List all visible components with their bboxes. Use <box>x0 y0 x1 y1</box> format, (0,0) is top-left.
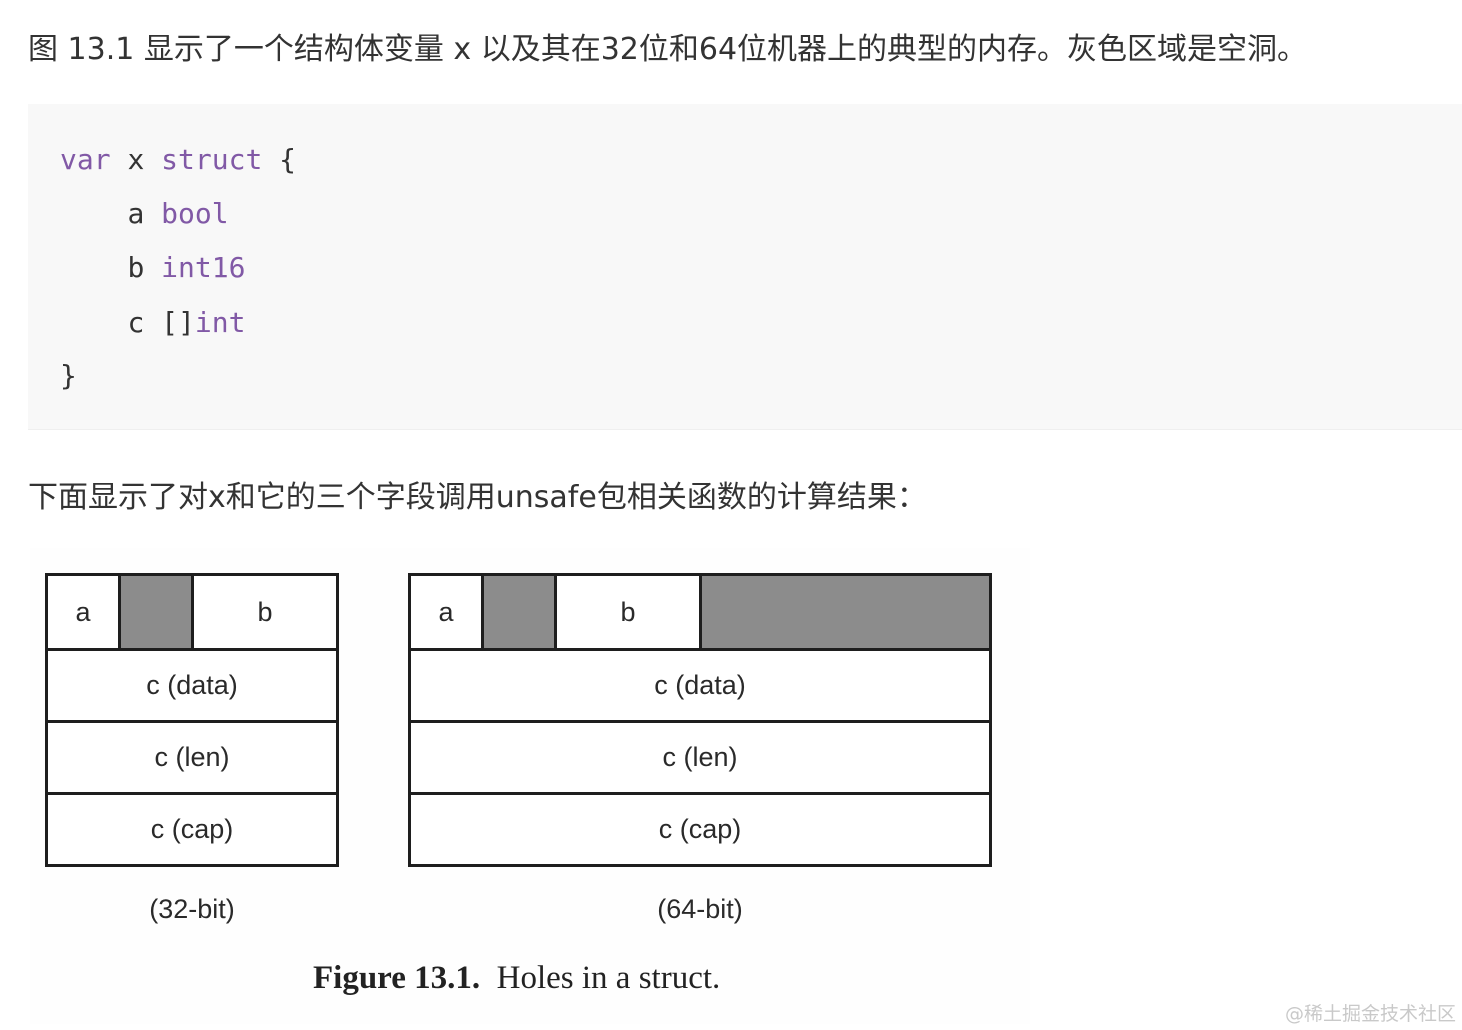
cell-hole-padding <box>702 576 989 648</box>
memory-row-c-cap: c (cap) <box>411 792 989 864</box>
memory-row-c-cap: c (cap) <box>48 792 336 864</box>
cell-c-cap: c (cap) <box>658 814 742 844</box>
cell-c-data: c (data) <box>654 670 746 700</box>
cell-a: a <box>48 576 121 648</box>
cell-c-len: c (len) <box>154 742 230 772</box>
field-type-b: int16 <box>161 251 246 284</box>
cell-b: b <box>557 576 702 648</box>
memory-layout-64bit: a b c (data) c (len) c (cap) <box>408 573 992 867</box>
cell-hole <box>121 576 194 648</box>
var-name: x <box>127 143 145 176</box>
cell-b: b <box>257 596 273 627</box>
field-type-c: int <box>194 306 246 339</box>
slice-prefix: [] <box>161 306 195 339</box>
cell-c-len: c (len) <box>662 742 738 772</box>
code-block: var x struct { a bool b int16 c []int } <box>28 104 1462 430</box>
cell-c-data: c (data) <box>146 670 238 700</box>
label-32bit: (32-bit) <box>149 894 235 924</box>
cell-c-cap: c (cap) <box>150 814 234 844</box>
code-line-1: var x struct { <box>60 142 296 178</box>
figure-caption: Figure 13.1. Holes in a struct. <box>313 960 720 997</box>
cell-hole <box>484 576 557 648</box>
memory-row-c-len: c (len) <box>48 720 336 792</box>
code-line-5: } <box>60 358 77 394</box>
figure-caption-text: Holes in a struct. <box>496 960 721 996</box>
field-type-a: bool <box>161 197 229 230</box>
keyword-struct: struct <box>161 143 263 176</box>
memory-row-c-data: c (data) <box>411 648 989 720</box>
field-name-a: a <box>127 197 145 230</box>
label-64bit: (64-bit) <box>657 894 743 924</box>
memory-row-word1: a b <box>48 576 336 648</box>
figure-caption-number: Figure 13.1. <box>313 960 481 996</box>
memory-row-word1: a b <box>411 576 989 648</box>
memory-row-c-data: c (data) <box>48 648 336 720</box>
memory-row-c-len: c (len) <box>411 720 989 792</box>
memory-layout-32bit: a b c (data) c (len) c (cap) <box>45 573 339 867</box>
field-name-b: b <box>127 251 145 284</box>
code-line-4: c []int <box>60 305 245 341</box>
open-brace: { <box>279 143 297 176</box>
outro-paragraph: 下面显示了对x和它的三个字段调用unsafe包相关函数的计算结果： <box>28 480 927 515</box>
cell-a: a <box>411 576 484 648</box>
intro-paragraph: 图 13.1 显示了一个结构体变量 x 以及其在32位和64位机器上的典型的内存… <box>28 32 1308 67</box>
close-brace: } <box>60 359 77 392</box>
code-line-2: a bool <box>60 196 229 232</box>
field-name-c: c <box>127 306 145 339</box>
watermark: @稀土掘金技术社区 <box>1284 1003 1456 1025</box>
keyword-var: var <box>60 143 111 176</box>
figure-holes-in-struct: a b c (data) c (len) c (cap) (32-bit) a … <box>30 548 1030 1024</box>
code-line-3: b int16 <box>60 250 245 286</box>
